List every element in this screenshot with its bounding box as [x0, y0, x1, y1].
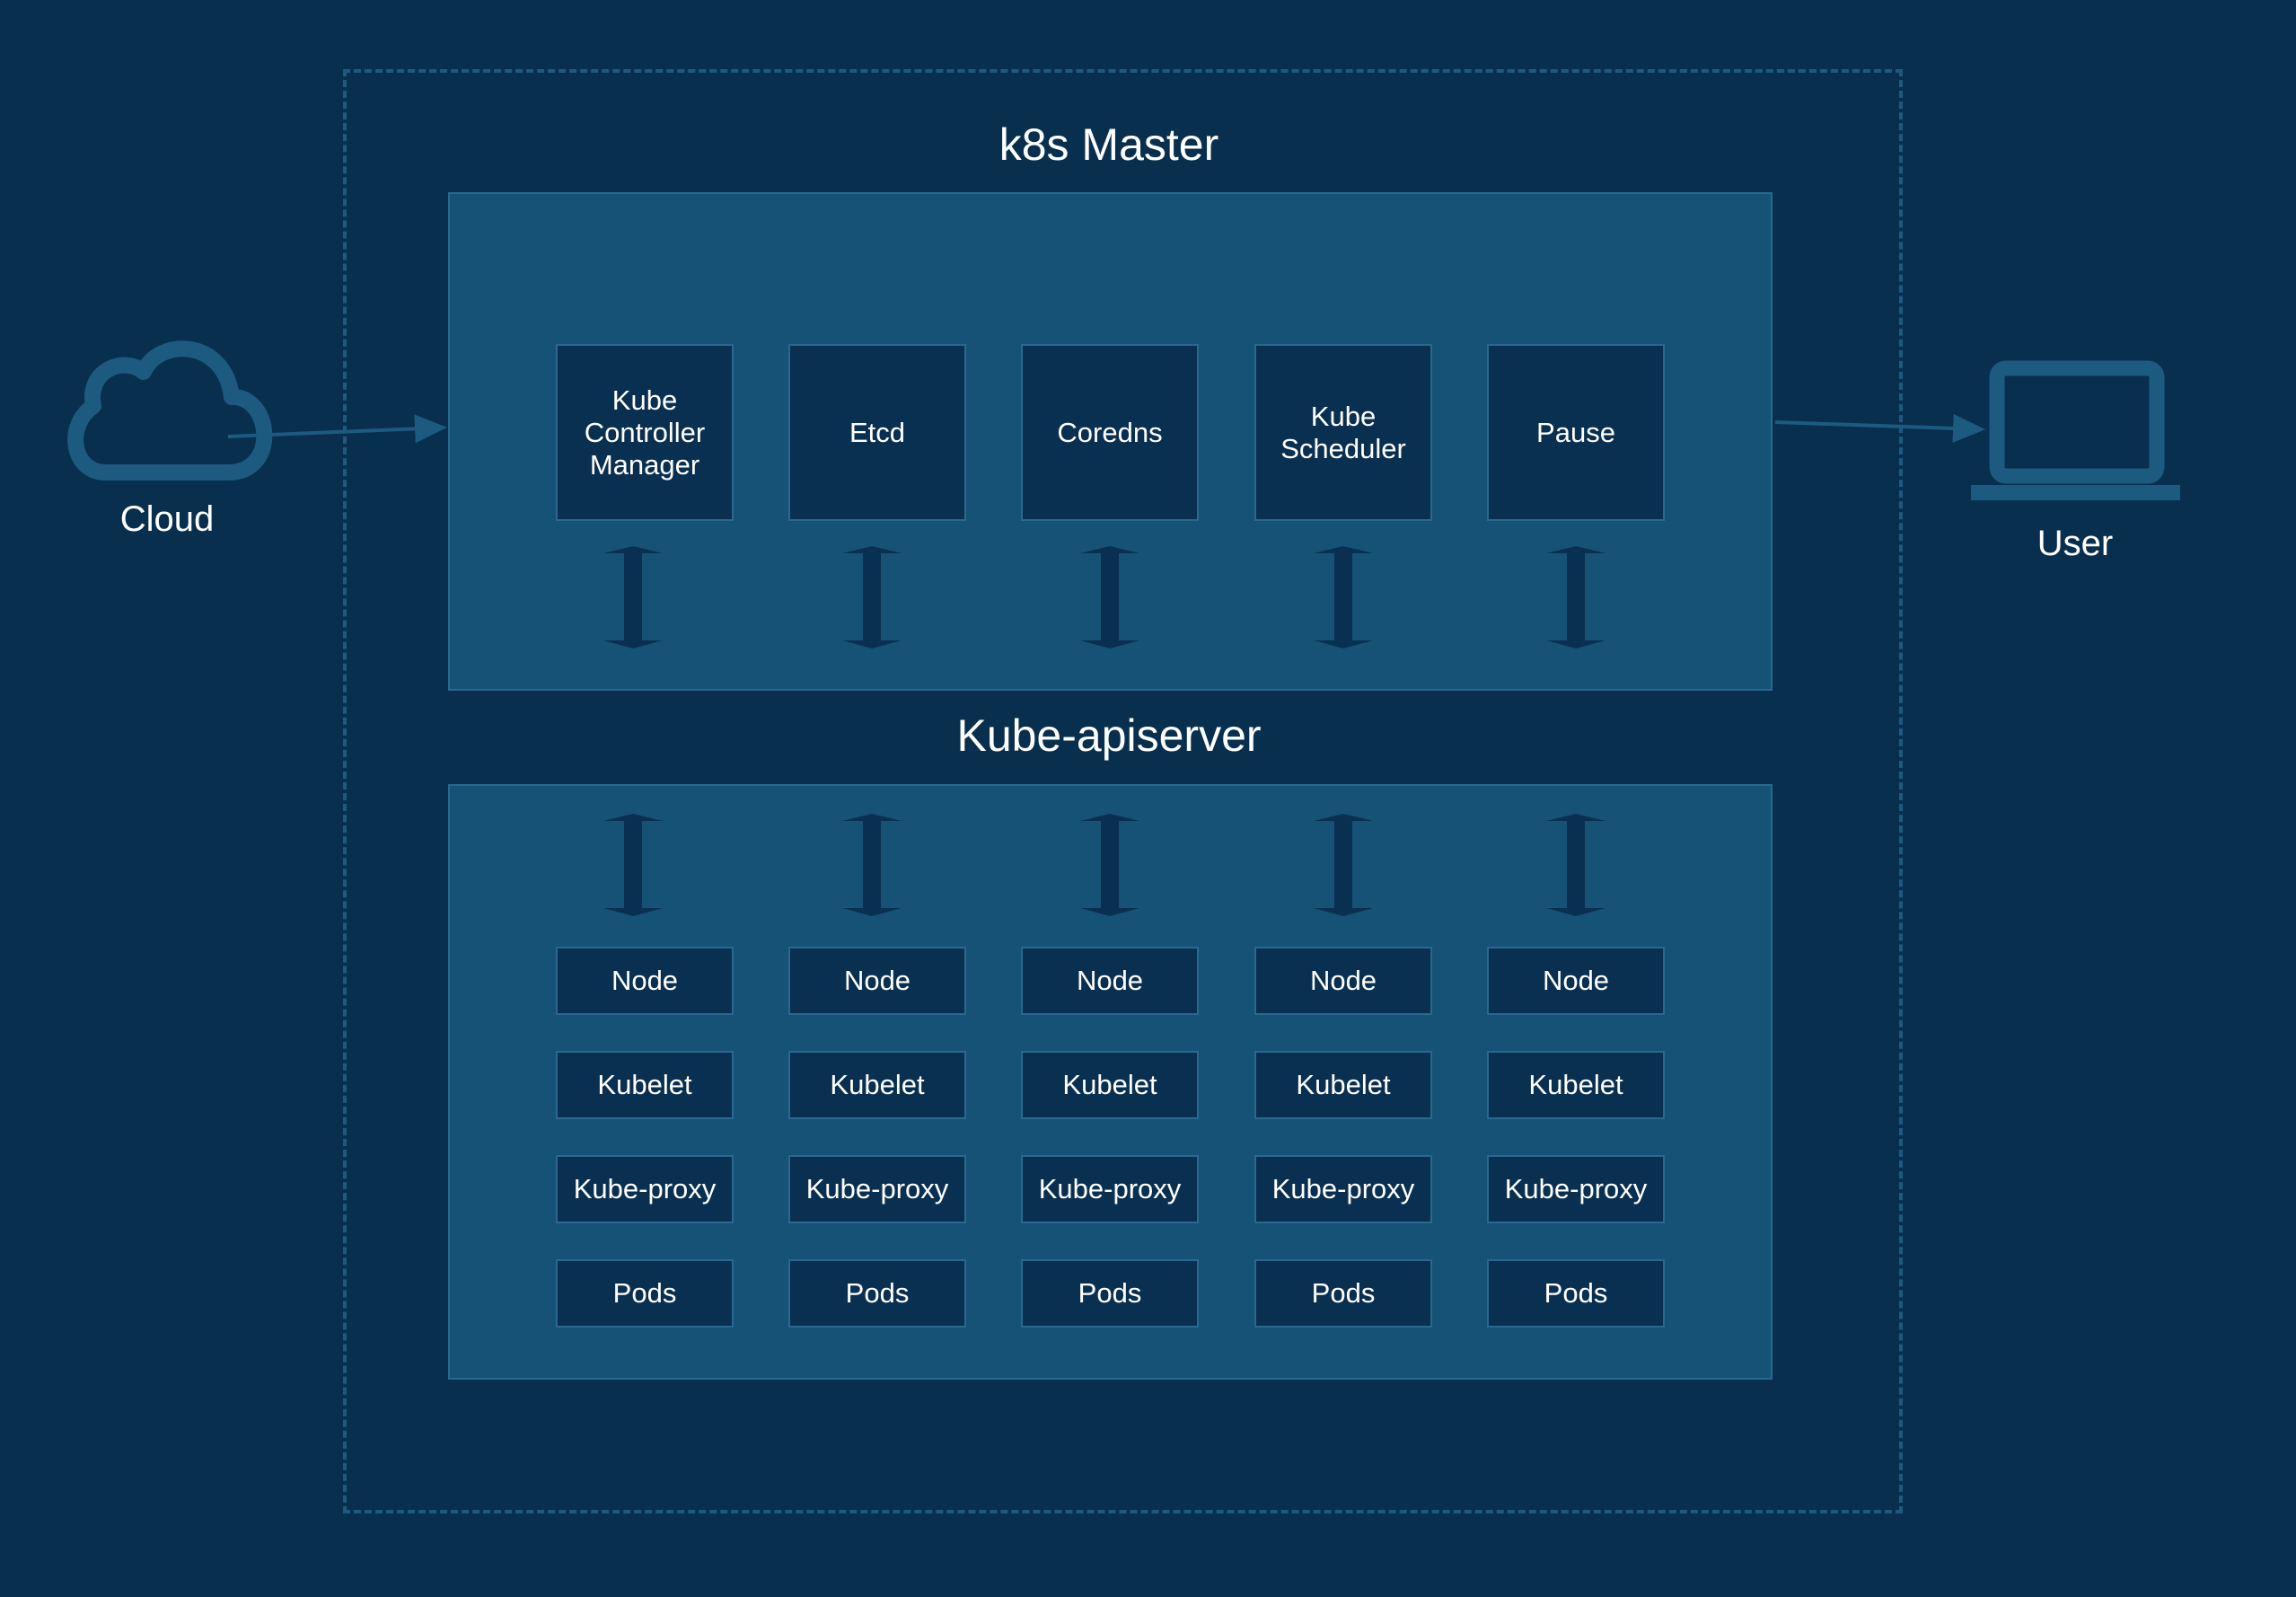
kube-proxy-box: Kube-proxy — [1254, 1155, 1432, 1223]
kube-scheduler-box: Kube Scheduler — [1254, 344, 1432, 521]
kubelet-box: Kubelet — [1021, 1051, 1199, 1119]
pods-box: Pods — [1254, 1259, 1432, 1328]
pods-box: Pods — [1021, 1259, 1199, 1328]
pods-box: Pods — [556, 1259, 734, 1328]
pods-box: Pods — [1487, 1259, 1665, 1328]
node-box: Node — [1021, 947, 1199, 1015]
node-box: Node — [556, 947, 734, 1015]
node-box: Node — [1487, 947, 1665, 1015]
pause-box: Pause — [1487, 344, 1665, 521]
kube-controller-manager-box: Kube Controller Manager — [556, 344, 734, 521]
cluster-boundary — [343, 69, 1903, 1513]
kube-proxy-box: Kube-proxy — [556, 1155, 734, 1223]
master-title: k8s Master — [998, 119, 1219, 170]
etcd-box: Etcd — [788, 344, 966, 521]
pods-box: Pods — [788, 1259, 966, 1328]
kubelet-box: Kubelet — [556, 1051, 734, 1119]
kubelet-box: Kubelet — [1487, 1051, 1665, 1119]
kube-proxy-box: Kube-proxy — [1021, 1155, 1199, 1223]
user-label: User — [2036, 524, 2114, 563]
node-box: Node — [1254, 947, 1432, 1015]
node-box: Node — [788, 947, 966, 1015]
cloud-icon — [67, 340, 273, 481]
cloud-label: Cloud — [119, 499, 215, 539]
kubelet-box: Kubelet — [1254, 1051, 1432, 1119]
kubelet-box: Kubelet — [788, 1051, 966, 1119]
laptop-icon — [1971, 360, 2180, 500]
kube-proxy-box: Kube-proxy — [1487, 1155, 1665, 1223]
kube-proxy-box: Kube-proxy — [788, 1155, 966, 1223]
coredns-box: Coredns — [1021, 344, 1199, 521]
apiserver-title: Kube-apiserver — [956, 710, 1262, 761]
